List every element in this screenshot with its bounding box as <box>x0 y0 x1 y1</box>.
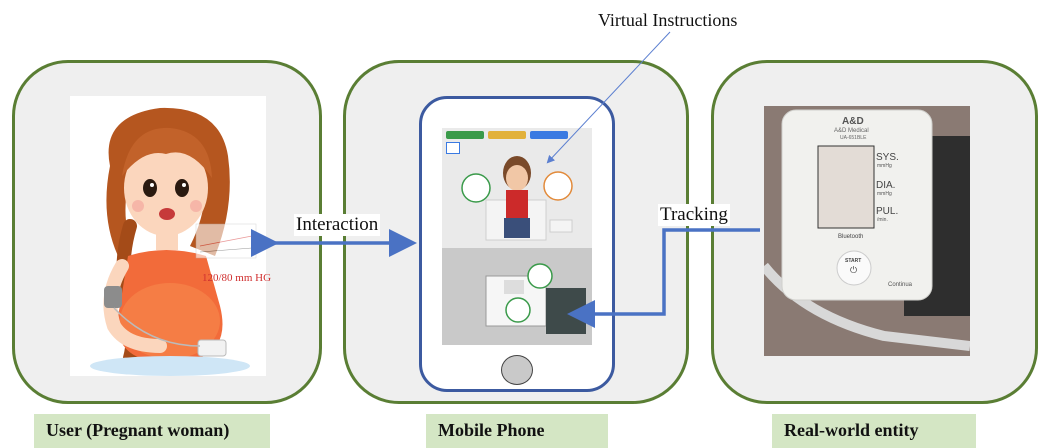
pregnant-woman-illustration <box>70 96 266 376</box>
sys-label: SYS. <box>876 152 899 163</box>
ar-button-2[interactable] <box>488 131 526 139</box>
ar-button-1[interactable] <box>446 131 484 139</box>
phone-caption: Mobile Phone <box>426 414 608 448</box>
phone-home-button[interactable] <box>501 355 533 385</box>
entity-caption: Real-world entity <box>772 414 976 448</box>
virtual-instructions-label: Virtual Instructions <box>598 10 738 30</box>
device-model: UA-651BLE <box>840 135 867 141</box>
home-icon[interactable] <box>446 142 460 154</box>
ar-button-3[interactable] <box>530 131 568 139</box>
dia-unit: mmHg <box>877 191 892 197</box>
sys-unit: mmHg <box>877 163 892 169</box>
device-brand-sub: A&D Medical <box>834 128 869 134</box>
continua-label: Continua <box>888 282 913 288</box>
woman-figure <box>90 107 257 376</box>
bp-reading-text: 120/80 mm HG <box>202 272 272 284</box>
tracking-label: Tracking <box>658 204 730 226</box>
virtual-instructions-pointer <box>546 31 671 164</box>
pul-label: PUL. <box>876 206 899 217</box>
phone-screen <box>442 128 592 345</box>
ar-scene <box>442 128 592 345</box>
interaction-label: Interaction <box>294 214 381 236</box>
pul-unit: /min. <box>877 217 888 223</box>
dia-label: DIA. <box>876 180 896 191</box>
start-label[interactable]: START <box>845 258 862 264</box>
bluetooth-label: Bluetooth <box>838 234 864 240</box>
bp-monitor-photo: A&D A&D Medical UA-651BLE SYS. mmHg DIA.… <box>764 106 970 356</box>
device-background <box>764 109 970 351</box>
power-icon: ⏻ <box>850 266 858 276</box>
device-brand: A&D <box>842 116 864 127</box>
tracking-arrow <box>567 228 760 328</box>
user-caption: User (Pregnant woman) <box>34 414 270 448</box>
